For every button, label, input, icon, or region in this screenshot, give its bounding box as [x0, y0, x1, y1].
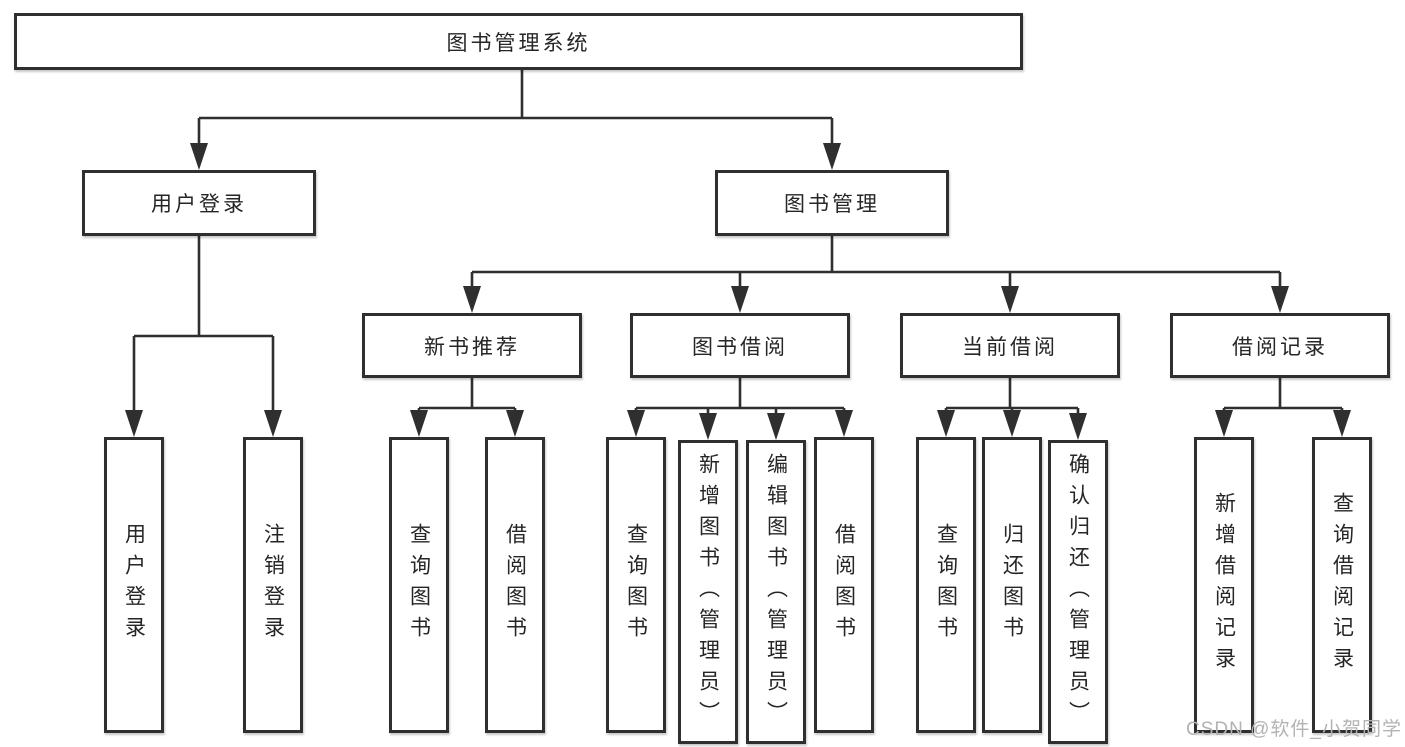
leaf-logout: 注销登录 [243, 437, 303, 733]
csdn-watermark: CSDN @软件_小贺同学 [1186, 719, 1402, 740]
leaf-user-login-label: 用户登录 [122, 523, 146, 647]
leaf-borrow-books: 借阅图书 [814, 437, 874, 733]
leaf-return-books-label: 归还图书 [1000, 523, 1024, 647]
leaf-recommend-query-books-label: 查询图书 [407, 523, 431, 647]
leaf-borrow-query-books: 查询图书 [606, 437, 666, 733]
node-borrowing-records: 借阅记录 [1170, 313, 1390, 378]
node-user-login-label: 用户登录 [151, 193, 247, 216]
leaf-recommend-borrow-books-label: 借阅图书 [503, 523, 527, 647]
leaf-confirm-return-admin-label: 确认归还（管理员） [1066, 452, 1090, 732]
node-current-borrowing: 当前借阅 [900, 313, 1120, 378]
leaf-borrow-books-label: 借阅图书 [832, 523, 856, 647]
leaf-confirm-return-admin: 确认归还（管理员） [1048, 440, 1108, 744]
leaf-current-query-books: 查询图书 [916, 437, 976, 733]
leaf-recommend-query-books: 查询图书 [389, 437, 449, 733]
leaf-return-books: 归还图书 [982, 437, 1042, 733]
node-new-book-recommendation-label: 新书推荐 [424, 335, 520, 359]
node-new-book-recommendation: 新书推荐 [362, 313, 582, 378]
leaf-user-login: 用户登录 [104, 437, 164, 733]
node-book-borrowing-label: 图书借阅 [692, 335, 788, 359]
leaf-add-book-admin: 新增图书（管理员） [678, 440, 738, 744]
node-book-management-label: 图书管理 [784, 193, 880, 216]
node-library-system-label: 图书管理系统 [446, 31, 591, 55]
node-user-login: 用户登录 [82, 170, 316, 236]
leaf-record-add: 新增借阅记录 [1194, 437, 1254, 733]
leaf-borrow-query-books-label: 查询图书 [624, 523, 648, 647]
leaf-record-query: 查询借阅记录 [1312, 437, 1372, 733]
leaf-logout-label: 注销登录 [261, 523, 285, 647]
leaf-edit-book-admin-label: 编辑图书（管理员） [764, 452, 788, 732]
leaf-record-query-label: 查询借阅记录 [1330, 492, 1354, 678]
node-book-borrowing: 图书借阅 [630, 313, 850, 378]
leaf-current-query-books-label: 查询图书 [934, 523, 958, 647]
node-current-borrowing-label: 当前借阅 [962, 335, 1058, 359]
node-borrowing-records-label: 借阅记录 [1232, 335, 1328, 359]
node-library-system: 图书管理系统 [14, 13, 1023, 70]
leaf-add-book-admin-label: 新增图书（管理员） [696, 452, 720, 732]
leaf-record-add-label: 新增借阅记录 [1212, 492, 1236, 678]
node-book-management: 图书管理 [715, 170, 949, 236]
leaf-edit-book-admin: 编辑图书（管理员） [746, 440, 806, 744]
leaf-recommend-borrow-books: 借阅图书 [485, 437, 545, 733]
